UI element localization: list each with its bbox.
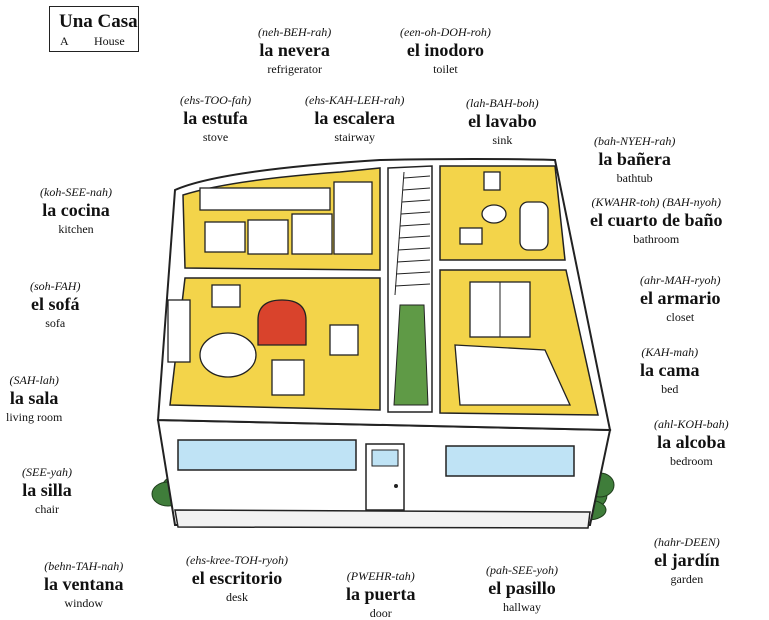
title-spanish: Una Casa [59,11,138,32]
english-word: stove [202,130,229,144]
pronunciation: (KAH-mah) [641,345,699,359]
english-word: bed [661,382,679,396]
label-nevera: (neh-BEH-rah) la nevera refrigerator [258,26,331,75]
pronunciation: (ahr-MAH-ryoh) [640,273,721,287]
pronunciation: (ehs-kree-TOH-ryoh) [186,553,288,567]
label-sala: (SAH-lah) la sala living room [6,374,62,423]
english-word: window [64,596,104,610]
label-armario: (ahr-MAH-ryoh) el armario closet [640,274,720,323]
label-ventana: (behn-TAH-nah) la ventana window [44,560,124,609]
spanish-word: el armario [640,288,721,308]
pronunciation: (hahr-DEEN) [654,535,720,549]
hallway-runner [393,304,429,406]
label-lavabo: (lah-BAH-boh) el lavabo sink [466,97,539,146]
english-word: bathtub [616,171,653,185]
label-escalera: (ehs-KAH-LEH-rah) la escalera stairway [305,94,404,143]
label-puerta: (PWEHR-tah) la puerta door [346,570,416,619]
pronunciation: (SEE-yah) [22,465,72,479]
pronunciation: (ahl-KOH-bah) [654,417,729,431]
label-escritorio: (ehs-kree-TOH-ryoh) el escritorio desk [186,554,288,603]
english-word: closet [666,310,695,324]
spanish-word: la silla [22,480,72,500]
spanish-word: la alcoba [657,432,726,452]
spanish-word: el pasillo [488,578,556,598]
english-word: hallway [502,600,541,614]
spanish-word: la cama [640,360,700,380]
title-english-article: A [60,34,69,48]
spanish-word: la bañera [598,149,671,169]
front-door [365,443,405,511]
english-word: stairway [334,130,375,144]
spanish-word: la puerta [346,584,416,604]
spanish-word: el escritorio [191,568,283,588]
title-english-noun: House [94,34,125,48]
label-pasillo: (pah-SEE-yoh) el pasillo hallway [486,564,558,613]
english-word: living room [6,410,63,424]
pronunciation: (neh-BEH-rah) [258,25,332,39]
english-word: chair [35,502,59,516]
pronunciation: (lah-BAH-boh) [466,96,539,110]
english-word: sofa [45,316,66,330]
spanish-word: la escalera [314,108,395,128]
spanish-word: el lavabo [468,111,537,131]
pronunciation: (soh-FAH) [30,279,81,293]
english-word: toilet [433,62,458,76]
english-word: refrigerator [267,62,322,76]
label-cocina: (koh-SEE-nah) la cocina kitchen [40,186,112,235]
bathroom-fixtures [459,171,549,251]
pronunciation: (PWEHR-tah) [346,569,415,583]
pronunciation: (koh-SEE-nah) [40,185,112,199]
label-estufa: (ehs-TOO-fah) la estufa stove [180,94,251,143]
pronunciation: (pah-SEE-yoh) [486,563,558,577]
title-box: Una Casa A House [49,6,139,52]
pronunciation: (behn-TAH-nah) [44,559,124,573]
spanish-word: el sofá [30,294,80,314]
pronunciation: (ehs-TOO-fah) [180,93,252,107]
spanish-word: el cuarto de baño [590,210,723,230]
pronunciation: (SAH-lah) [9,373,59,387]
english-word: bathroom [633,232,680,246]
pronunciation: (een-oh-DOH-roh) [400,25,491,39]
label-cuarto-de-bano: (KWAHR-toh) (BAH-nyoh) el cuarto de baño… [590,196,723,245]
front-windows [177,439,575,477]
english-word: desk [225,590,248,604]
english-word: garden [670,572,704,586]
label-jardin: (hahr-DEEN) el jardín garden [654,536,720,585]
living-room-furniture [167,284,359,396]
english-word: bedroom [670,454,713,468]
label-banera: (bah-NYEH-rah) la bañera bathtub [594,135,675,184]
bed-shape [454,344,572,406]
pronunciation: (KWAHR-toh) (BAH-nyoh) [591,195,721,209]
label-inodoro: (een-oh-DOH-roh) el inodoro toilet [400,26,491,75]
kitchen-counters [199,181,373,255]
pronunciation: (bah-NYEH-rah) [594,134,676,148]
spanish-word: la sala [9,388,59,408]
spanish-word: el jardín [654,550,720,570]
label-alcoba: (ahl-KOH-bah) la alcoba bedroom [654,418,729,467]
spanish-word: la ventana [44,574,124,594]
stairway [394,171,431,296]
spanish-word: la estufa [183,108,248,128]
spanish-word: la nevera [259,40,330,60]
spanish-word: el inodoro [406,40,485,60]
english-word: kitchen [58,222,94,236]
label-silla: (SEE-yah) la silla chair [22,466,72,515]
english-word: door [369,606,392,620]
spanish-word: la cocina [42,200,110,220]
english-word: sink [492,133,513,147]
pronunciation: (ehs-KAH-LEH-rah) [305,93,405,107]
label-sofa: (soh-FAH) el sofá sofa [30,280,80,329]
label-cama: (KAH-mah) la cama bed [640,346,699,395]
